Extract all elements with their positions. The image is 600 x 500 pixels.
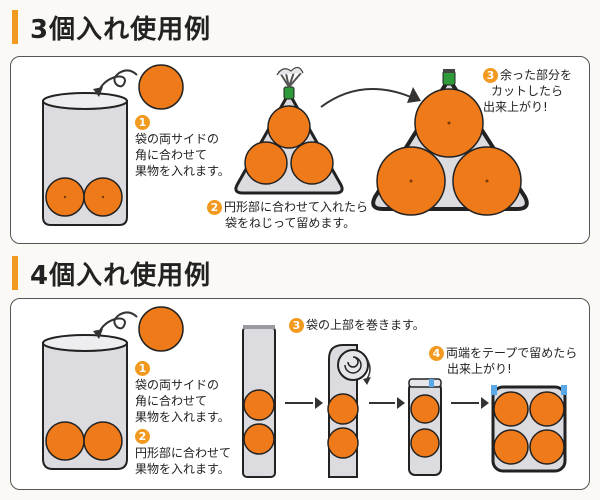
taped-bag-illustration	[408, 378, 442, 476]
finished-bag-illustration	[371, 69, 529, 216]
finished-4-bag-illustration	[491, 385, 567, 473]
orange-fruit	[138, 64, 184, 110]
section-title-4: 4個入れ使用例	[12, 256, 211, 291]
twisted-bag-illustration	[234, 66, 344, 195]
open-bag-illustration	[42, 334, 128, 470]
step-arrow	[320, 88, 412, 108]
curl-arrow	[98, 311, 138, 334]
open-bag-illustration	[42, 92, 128, 226]
tall-bag-illustration	[242, 325, 276, 478]
section-title-3: 3個入れ使用例	[12, 10, 211, 45]
illustration-3-fruit	[42, 64, 529, 226]
step-2-4fruit: 2 円形部に合わせて 果物を入れます。	[135, 429, 232, 476]
rolled-bag-illustration	[327, 344, 371, 478]
step-1-4fruit: 1 袋の両サイドの 角に合わせて 果物を入れます。	[135, 361, 230, 424]
panel-4-fruit: 1 袋の両サイドの 角に合わせて 果物を入れます。 2 円形部に合わせて 果物を…	[10, 298, 590, 490]
step-1-3fruit: 1 袋の両サイドの 角に合わせて 果物を入れます。	[135, 115, 230, 178]
curl-arrow	[98, 69, 138, 92]
orange-fruit	[138, 306, 184, 352]
illustration-4-fruit	[42, 306, 567, 478]
